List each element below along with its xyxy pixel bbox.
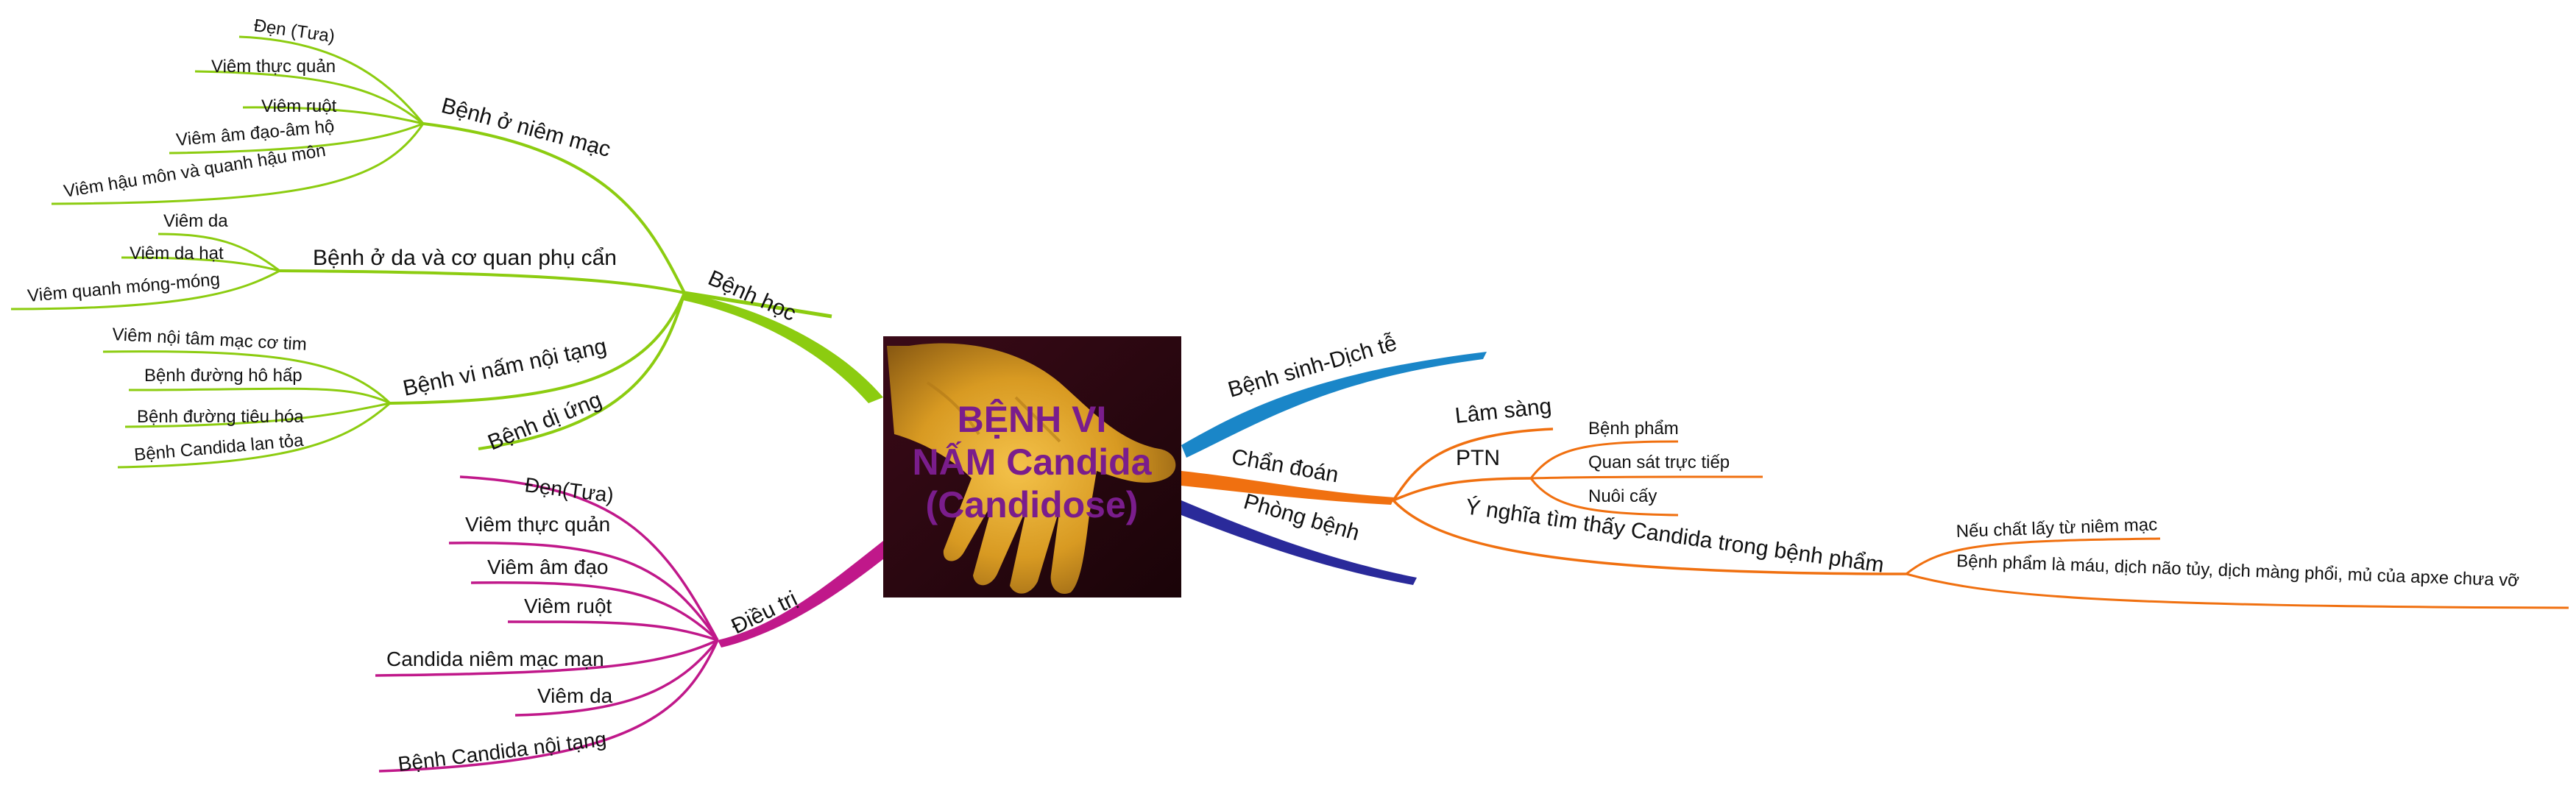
branch-phong-benh[interactable] — [1181, 500, 1417, 585]
leaf-ptn-2: Quan sát trực tiếp — [1588, 453, 1730, 472]
leaf-noi-tang-4: Bệnh Candida lan tỏa — [133, 430, 305, 465]
leaf-niem-mac-2: Viêm thực quản — [211, 57, 336, 77]
subbranch-label-da: Bệnh ở da và cơ quan phụ cẩn — [313, 246, 617, 270]
leaf-dieu-tri-5: Candida niêm mạc mạn — [386, 648, 604, 670]
leaf-noi-tang-3: Bệnh đường tiêu hóa — [137, 407, 304, 427]
subbranch-label-niem-mac: Bệnh ở niêm mạc — [439, 93, 613, 162]
leaf-da-1: Viêm da — [163, 211, 228, 231]
leaf-niem-mac-1: Đẹn (Tưa) — [252, 15, 336, 46]
subbranch-label-noi-tang: Bệnh vi nấm nội tạng — [401, 334, 609, 401]
leaf-da-3: Viêm quanh móng-móng — [26, 269, 221, 306]
subbranch-label-y-nghia: Ý nghĩa tìm thấy Candida trong bệnh phẩm — [1464, 494, 1886, 578]
leaf-y-nghia-1: Nếu chất lấy từ niêm mạc — [1956, 514, 2157, 542]
leaf-ptn-3: Nuôi cấy — [1588, 486, 1657, 506]
leaf-niem-mac-3: Viêm ruột — [261, 96, 337, 116]
central-title-line-3: (Candidose) — [926, 484, 1139, 525]
subbranch-label-ptn: PTN — [1456, 446, 1500, 470]
branch-chan-doan[interactable] — [1181, 428, 2569, 609]
branch-dieu-tri[interactable] — [375, 475, 894, 773]
leaf-dieu-tri-7: Bệnh Candida nội tạng — [397, 727, 608, 775]
subbranch-label-lam-sang: Lâm sàng — [1454, 394, 1552, 428]
central-title-line-2: NẤM Candida — [913, 441, 1153, 483]
branch-benh-sinh[interactable] — [1181, 352, 1487, 458]
leaf-da-2: Viêm da hạt — [130, 244, 224, 263]
central-title-line-1: BỆNH VI — [958, 399, 1107, 440]
leaf-dieu-tri-6: Viêm da — [537, 684, 613, 707]
leaf-ptn-1: Bệnh phẩm — [1588, 419, 1679, 439]
leaf-noi-tang-1: Viêm nội tâm mạc cơ tim — [112, 325, 308, 355]
leaf-dieu-tri-2: Viêm thực quản — [465, 513, 610, 536]
branch-benh-hoc[interactable] — [10, 35, 883, 469]
central-topic[interactable]: BỆNH VI NẤM Candida (Candidose) — [883, 336, 1181, 597]
leaf-dieu-tri-1: Đẹn(Tưa) — [523, 473, 615, 507]
leaf-noi-tang-2: Bệnh đường hô hấp — [144, 366, 302, 386]
leaf-y-nghia-2: Bệnh phẩm là máu, dịch não tủy, dịch màn… — [1956, 551, 2520, 591]
hand-with-candida-infection-photo — [883, 336, 1181, 597]
leaf-dieu-tri-3: Viêm âm đạo — [487, 556, 608, 578]
leaf-dieu-tri-4: Viêm ruột — [524, 595, 612, 617]
